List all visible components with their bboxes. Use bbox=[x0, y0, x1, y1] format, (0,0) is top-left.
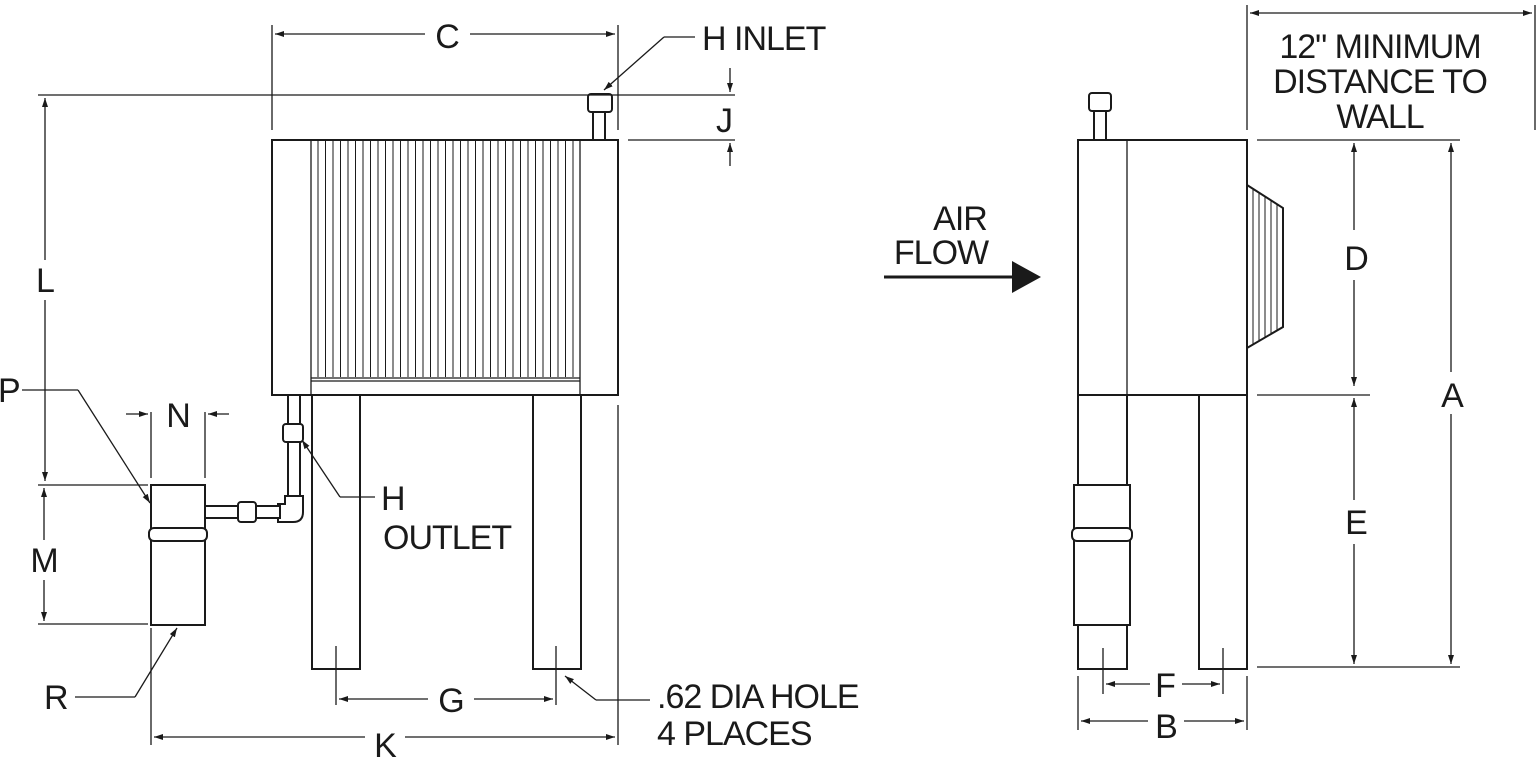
side-right-leg bbox=[1198, 394, 1248, 670]
side-inlet-pipe bbox=[1093, 109, 1107, 141]
inlet-fitting bbox=[587, 93, 613, 113]
dimension-j-label: J bbox=[716, 102, 732, 140]
hole-note-line1: .62 DIA HOLE bbox=[657, 678, 859, 716]
side-inlet-fitting bbox=[1088, 92, 1112, 112]
h-outlet-label-line2: OUTLET bbox=[383, 519, 511, 557]
dimension-m-label: M bbox=[30, 542, 57, 580]
dimension-d-label: D bbox=[1344, 240, 1368, 278]
outlet-fitting bbox=[282, 423, 304, 443]
side-view: 12" MINIMUM DISTANCE TO WALL D A E F B bbox=[1071, 5, 1536, 746]
h-outlet-label-line1: H bbox=[381, 480, 405, 518]
dimension-r-label: R bbox=[44, 679, 68, 717]
fan-shroud-ribs bbox=[1252, 188, 1278, 345]
dimension-b-label: B bbox=[1155, 708, 1177, 746]
cooling-fins bbox=[317, 141, 574, 377]
h-inlet-label: H INLET bbox=[702, 20, 826, 58]
airflow-arrow-head bbox=[1012, 261, 1041, 293]
side-separator bbox=[1073, 484, 1131, 626]
cross-pipe-fitting bbox=[237, 501, 257, 523]
outlet-elbow bbox=[277, 495, 304, 523]
outlet-pipe bbox=[287, 394, 301, 426]
dimension-a-label: A bbox=[1441, 377, 1464, 415]
dimension-c-label: C bbox=[435, 18, 459, 56]
dimension-e-label: E bbox=[1345, 504, 1367, 542]
front-view: C H INLET J L P N M H OUTL bbox=[0, 18, 860, 757]
airflow-label-line1: AIR bbox=[933, 200, 987, 238]
wall-distance-line2: DISTANCE TO bbox=[1273, 63, 1487, 101]
side-housing bbox=[1077, 139, 1248, 396]
outlet-elbow-pipe bbox=[287, 441, 301, 501]
dimension-n-label: N bbox=[166, 397, 190, 435]
dimension-g-label: G bbox=[438, 682, 463, 720]
dimension-p-label: P bbox=[0, 372, 20, 410]
dimension-l-label: L bbox=[36, 262, 54, 300]
inlet-pipe bbox=[592, 109, 606, 141]
airflow-indicator: AIR FLOW bbox=[884, 200, 1041, 293]
wall-distance-line1: 12" MINIMUM bbox=[1279, 28, 1480, 66]
separator-band bbox=[148, 527, 208, 542]
left-leg bbox=[311, 394, 361, 670]
dimension-f-label: F bbox=[1155, 667, 1175, 705]
separator-body bbox=[150, 484, 206, 626]
wall-distance-line3: WALL bbox=[1336, 98, 1423, 136]
dimension-k-label: K bbox=[374, 727, 397, 757]
side-separator-band bbox=[1071, 527, 1133, 542]
hole-note-line2: 4 PLACES bbox=[657, 715, 812, 753]
right-leg bbox=[532, 394, 582, 670]
airflow-label-line2: FLOW bbox=[894, 234, 989, 272]
